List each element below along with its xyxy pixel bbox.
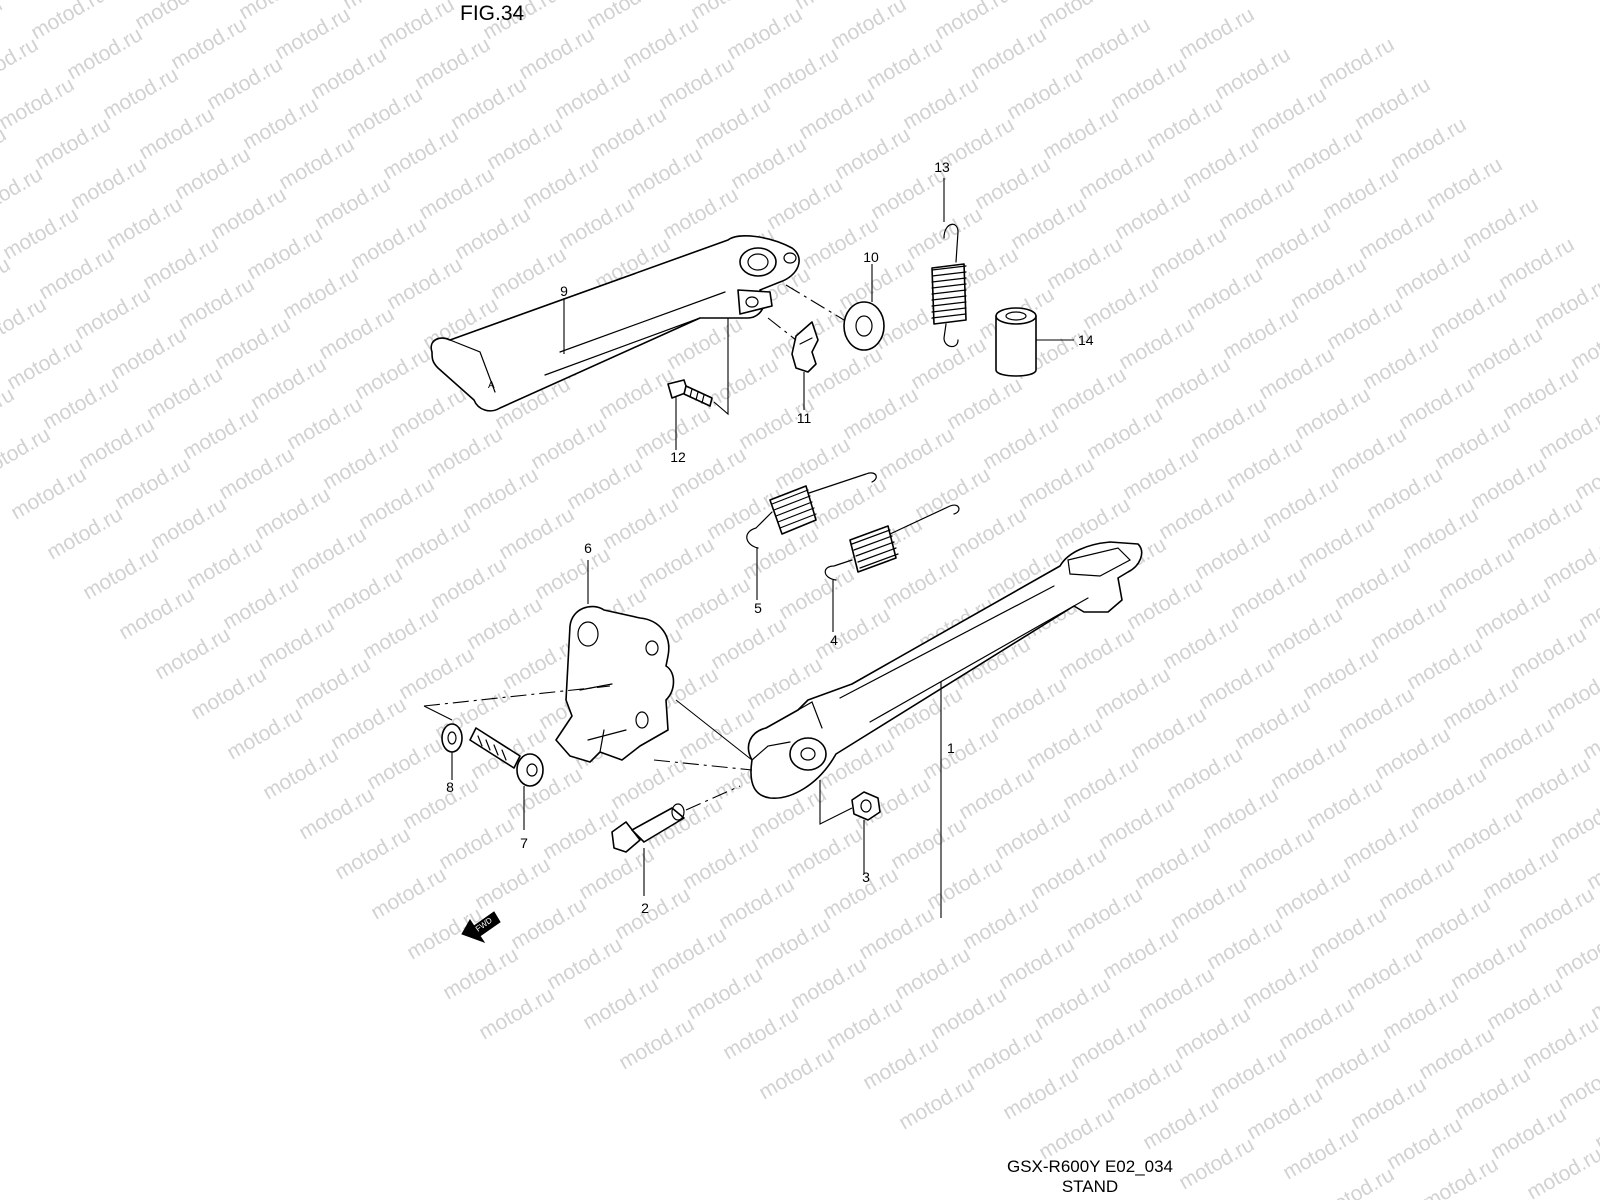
callout-8: 8 bbox=[446, 779, 454, 795]
stand-nut-part[interactable] bbox=[851, 791, 881, 821]
callout-4: 4 bbox=[830, 632, 838, 648]
screw-part[interactable] bbox=[667, 379, 713, 407]
callout-10: 10 bbox=[863, 249, 879, 265]
callout-14: 14 bbox=[1078, 332, 1094, 348]
stand-bracket-part[interactable] bbox=[555, 605, 675, 763]
callout-3: 3 bbox=[862, 869, 870, 885]
callout-13: 13 bbox=[934, 159, 950, 175]
svg-text:A: A bbox=[488, 380, 495, 391]
callout-12: 12 bbox=[670, 449, 686, 465]
clip-part[interactable] bbox=[791, 321, 819, 373]
section-title: STAND bbox=[1061, 1177, 1119, 1196]
stand-bar-part[interactable]: A bbox=[430, 235, 800, 412]
callout-5: 5 bbox=[754, 600, 762, 616]
stand-bolt-part[interactable] bbox=[611, 803, 685, 853]
spring-13-part[interactable] bbox=[931, 223, 967, 348]
washer-10-part[interactable] bbox=[843, 301, 885, 351]
model-code: GSX-R600Y E02_034 bbox=[1006, 1157, 1174, 1176]
callout-2: 2 bbox=[641, 900, 649, 916]
spring-4-part[interactable] bbox=[824, 504, 960, 581]
callout-1: 1 bbox=[947, 740, 955, 756]
spring-5-part[interactable] bbox=[746, 472, 877, 549]
callout-6: 6 bbox=[584, 540, 592, 556]
figure-title: FIG.34 bbox=[460, 2, 525, 25]
bracket-bolt-part[interactable] bbox=[469, 727, 544, 787]
callout-9: 9 bbox=[560, 283, 568, 299]
callout-7: 7 bbox=[520, 835, 528, 851]
fwd-arrow-icon: FWD bbox=[461, 911, 501, 943]
side-stand-part[interactable] bbox=[747, 541, 1143, 799]
washer-8-part[interactable] bbox=[441, 723, 463, 753]
bushing-part[interactable] bbox=[995, 307, 1037, 377]
callout-11: 11 bbox=[797, 410, 812, 426]
